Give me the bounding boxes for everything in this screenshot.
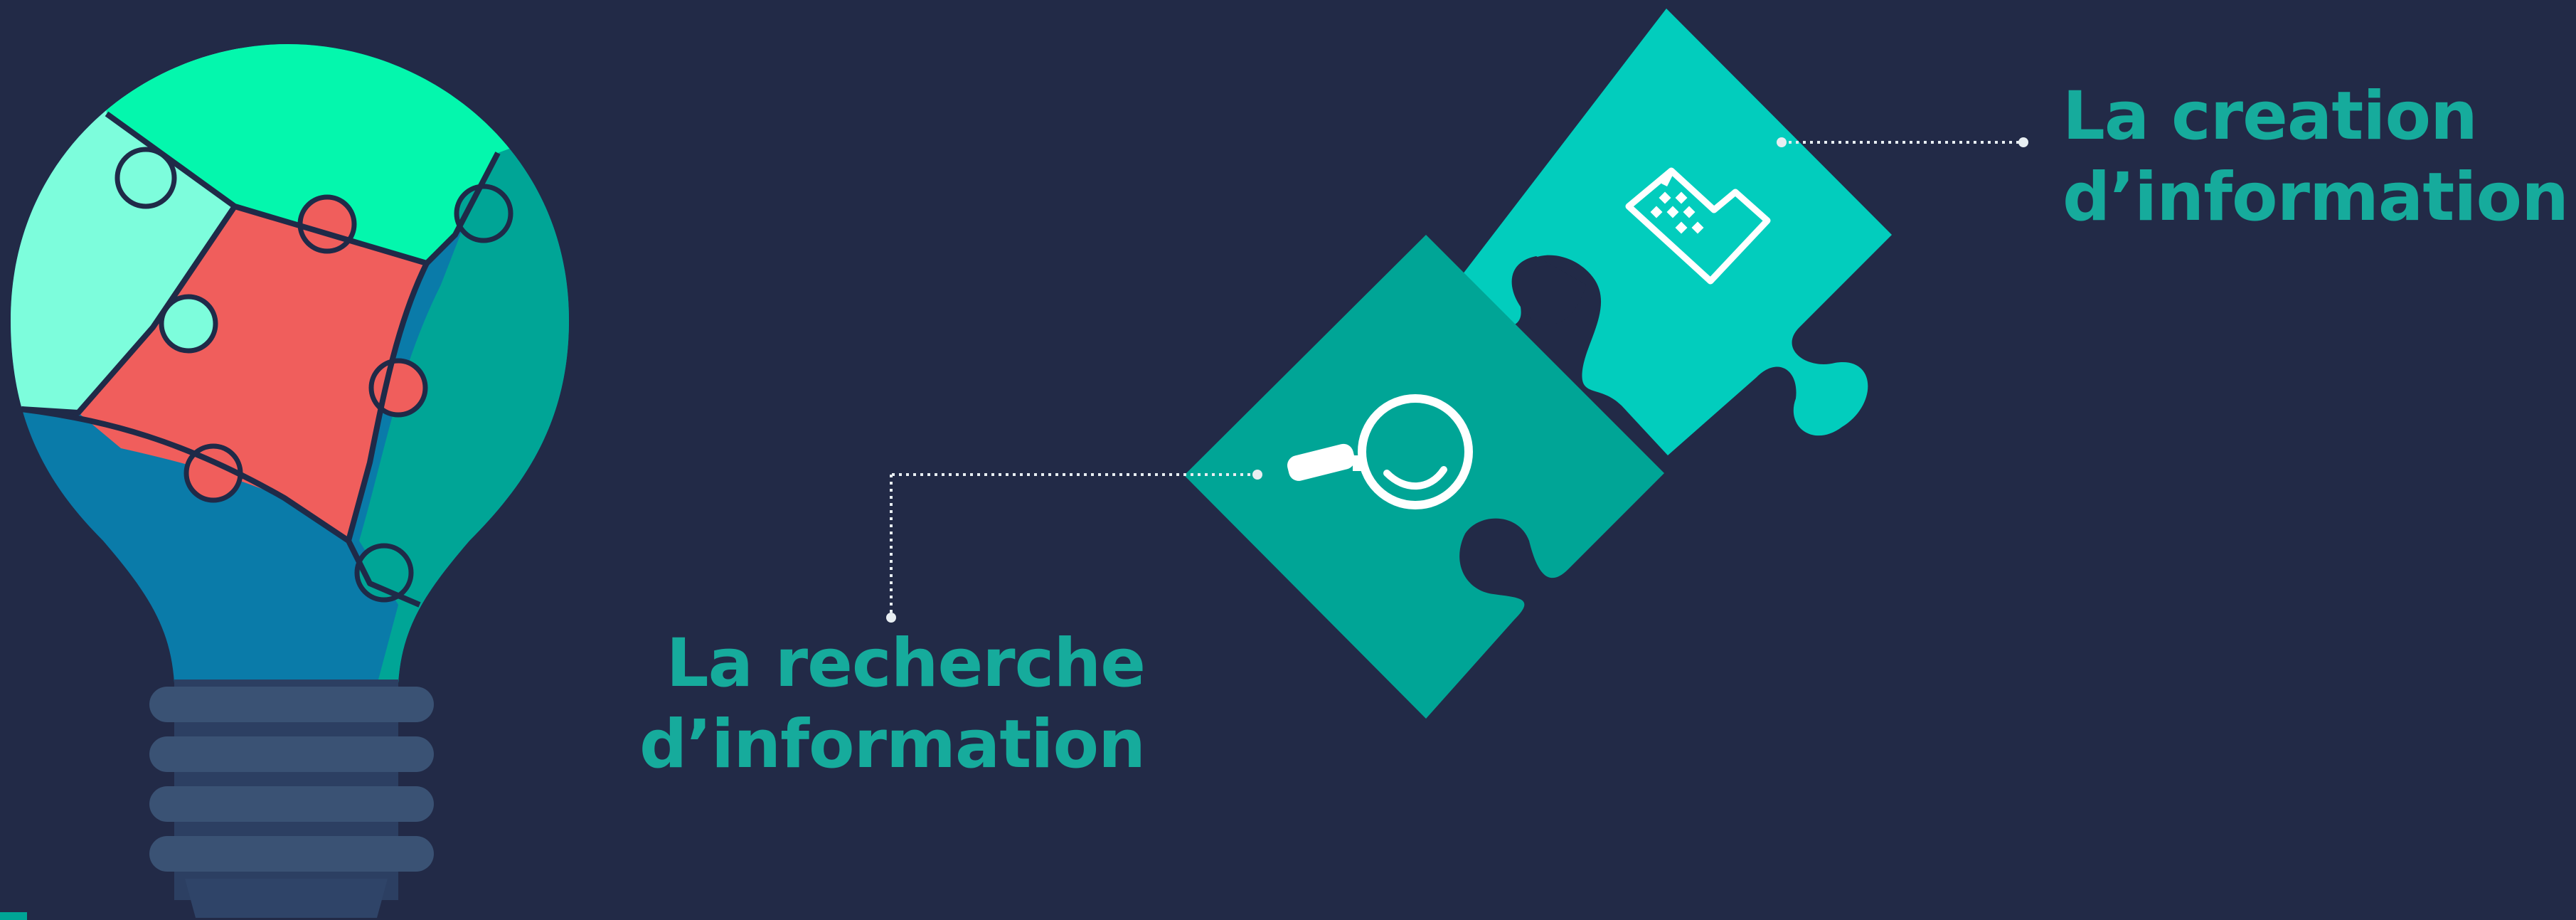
label-recherche-line1: La recherche [666, 625, 1146, 702]
label-creation-line1: La creation [2063, 78, 2478, 155]
connector-recherche [886, 470, 1262, 623]
bulb-knob [115, 147, 177, 209]
puzzle-piece-creation [1444, 9, 1892, 455]
label-creation-line2: d’information [2063, 159, 2569, 236]
connector-creation [1777, 137, 2028, 147]
magnifying-glass-icon [1287, 394, 1473, 509]
label-recherche: La recherche d’information [633, 623, 1146, 786]
bulb-knob [297, 194, 357, 254]
puzzle-piece-recherche [1184, 235, 1664, 719]
label-creation: La creation d’information [2063, 76, 2569, 238]
bulb-piece-center [78, 206, 427, 541]
corner-accent [0, 912, 27, 920]
bulb-base [149, 680, 434, 918]
bulb-knob [454, 184, 513, 243]
lightbulb-puzzle-icon [11, 44, 569, 918]
bulb-knob [159, 294, 218, 354]
label-recherche-line2: d’information [639, 706, 1146, 783]
